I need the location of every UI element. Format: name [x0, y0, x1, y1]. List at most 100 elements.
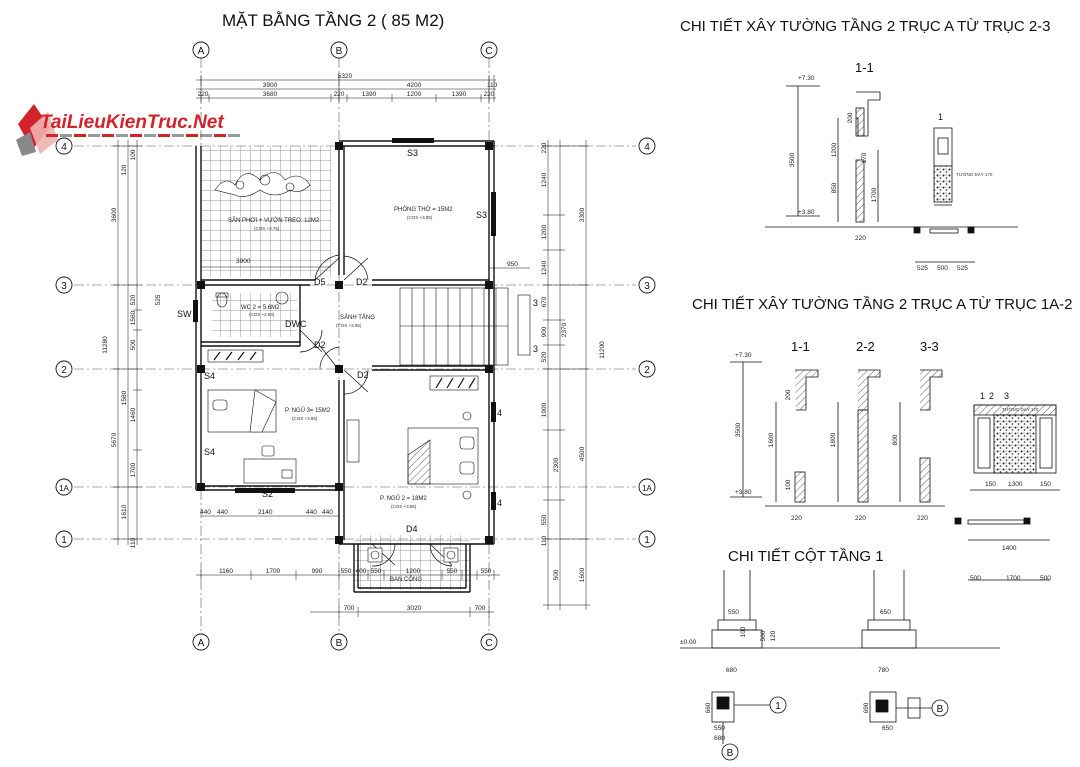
svg-text:2: 2 [644, 365, 650, 376]
plan-stairs [399, 287, 531, 366]
detail1-dim-6: 525 [957, 265, 968, 272]
dim-top-r2-1: 4200 [407, 82, 422, 89]
dim-right-8: 520 [541, 351, 548, 362]
detail1-section [765, 85, 1018, 263]
detail2-elev-dim-2: 150 [1040, 481, 1051, 488]
detail1-dim-8: 850 [831, 182, 838, 193]
dim-left-8: 1560 [130, 310, 137, 325]
detail2-dim-5: 100 [785, 479, 792, 490]
detail3-col1-axis-num: 1 [775, 701, 781, 712]
axis-bubble-1-right: 1 [638, 530, 656, 548]
detail2-dim-2: 1800 [830, 432, 837, 447]
detail3-side-2: 120 [770, 630, 777, 641]
dim-left-1: 5670 [111, 432, 118, 447]
tag-s4-d: 4 [497, 498, 502, 508]
detail1-dim-3: 220 [855, 235, 866, 242]
watermark-logo: TaiLieuKienTruc.Net [16, 104, 240, 156]
tag-d4: D4 [406, 524, 418, 534]
detail2-elev-dim-1: 1300 [1008, 481, 1023, 488]
detail2-elev-dim-6: 500 [1040, 575, 1051, 582]
dim-left-9: 520 [130, 294, 137, 305]
tag-s3-top: S3 [407, 148, 418, 158]
tag-s2: S2 [262, 489, 273, 499]
plan-title: MẶT BẰNG TẦNG 2 ( 85 M2) [222, 11, 444, 30]
detail1-dim-9: 200 [847, 112, 854, 123]
dim-left-0: 3600 [111, 207, 118, 222]
detail1-dim-5: 500 [937, 265, 948, 272]
dim-inner-1: 2140 [258, 509, 273, 516]
detail1-level-bottom: +3.80 [798, 209, 815, 216]
watermark-text: TaiLieuKienTruc.Net [40, 112, 224, 133]
svg-text:3: 3 [61, 281, 67, 292]
dim-top-r3-5: 1390 [452, 91, 467, 98]
watermark-color-bar [46, 134, 240, 137]
detail2-level-top: +7.30 [735, 352, 752, 359]
room-ngu2-cos: (COS +3.85) [391, 504, 417, 509]
detail2-section-3: 3-3 [920, 339, 939, 354]
detail1-wall-note: TƯỜNG DÀY 170 [956, 171, 993, 177]
plan-windows [193, 138, 496, 510]
dim-left-3: 1610 [121, 504, 128, 519]
axis-bubble-1A-right: 1A [638, 478, 656, 496]
dim-left-10: 525 [155, 294, 162, 305]
detail2-wall-note: TƯỜNG DÀY 170 [1002, 406, 1039, 412]
tag-s3-small-a: 3 [533, 298, 538, 308]
detail2-dim-0: 3500 [735, 422, 742, 437]
detail2-title: CHI TIẾT XÂY TƯỜNG TẦNG 2 TRỤC A TỪ TRỤC… [692, 296, 1073, 313]
detail3-columns [680, 570, 1000, 761]
detail1-section-label: 1-1 [855, 60, 874, 75]
detail2-dim-3: 800 [892, 434, 899, 445]
terrace-tile-floor [201, 146, 331, 277]
tag-d2-c: D2 [357, 370, 369, 380]
detail2-dim-8: 220 [917, 515, 928, 522]
dim-left-12: 120 [121, 164, 128, 175]
axis-bubble-1-left: 1 [55, 530, 73, 548]
axis-bubble-1A-left: 1A [55, 478, 73, 496]
axis-bubble-B-bottom: B [330, 633, 348, 651]
svg-text:1: 1 [61, 535, 67, 546]
room-ngu2: P. NGỦ 2 = 18M2 [380, 495, 427, 502]
dim-left-5: 1460 [130, 407, 137, 422]
detail3-col2-plan-0: 650 [882, 725, 893, 732]
axis-bubble-2-left: 2 [55, 360, 73, 378]
svg-text:B: B [336, 638, 343, 649]
detail2-section-2: 2-2 [856, 339, 875, 354]
dim-bottom-r2-1: 3020 [407, 605, 422, 612]
detail2-marker-1: 1 [980, 391, 985, 401]
axis-bubbles: A B C A B C 4 3 2 1A 1 4 3 2 1A 1 [55, 41, 656, 651]
dims-right [543, 140, 590, 610]
tag-s4-c: 4 [497, 408, 502, 418]
dim-right-5: 2370 [561, 322, 568, 337]
svg-text:C: C [485, 638, 492, 649]
dim-right-2: 3300 [579, 207, 586, 222]
axis-bubble-3-right: 3 [638, 276, 656, 294]
dim-top-r3-4: 1200 [407, 91, 422, 98]
dim-right-4: 1240 [541, 260, 548, 275]
dim-right-16: 110 [541, 535, 548, 546]
dim-inner-2: 440 [200, 509, 211, 516]
dim-right-7: 900 [541, 326, 548, 337]
room-ban-cong: BAN CÔNG [390, 576, 422, 583]
plan-furniture [207, 172, 479, 563]
dim-left-13: 110 [130, 537, 137, 548]
dim-inner-6: 950 [507, 261, 518, 268]
tag-d2-a: D2 [356, 277, 368, 287]
axis-bubble-C-top: C [480, 41, 498, 59]
svg-text:3: 3 [644, 281, 650, 292]
axis-bubble-A-top: A [192, 41, 210, 59]
detail3-col2-axis-letter: B [937, 704, 944, 715]
tag-d2-b: D2 [314, 340, 326, 350]
tag-sw: SW [177, 309, 192, 319]
detail3-side-1: 500 [760, 630, 767, 641]
room-san-phoi-cos: (COS +3.75) [254, 226, 280, 231]
dim-inner-4: 440 [306, 509, 317, 516]
detail2-elev-dim-0: 150 [985, 481, 996, 488]
svg-text:4: 4 [61, 142, 67, 153]
detail1-dim-2: 1700 [871, 187, 878, 202]
axis-bubble-C-bottom: C [480, 633, 498, 651]
dim-left-6: 1700 [130, 462, 137, 477]
detail2-dim-4: 200 [785, 389, 792, 400]
room-phong-tho-cos: (COS +3.85) [407, 215, 433, 220]
dim-top-r3-2: 220 [334, 91, 345, 98]
